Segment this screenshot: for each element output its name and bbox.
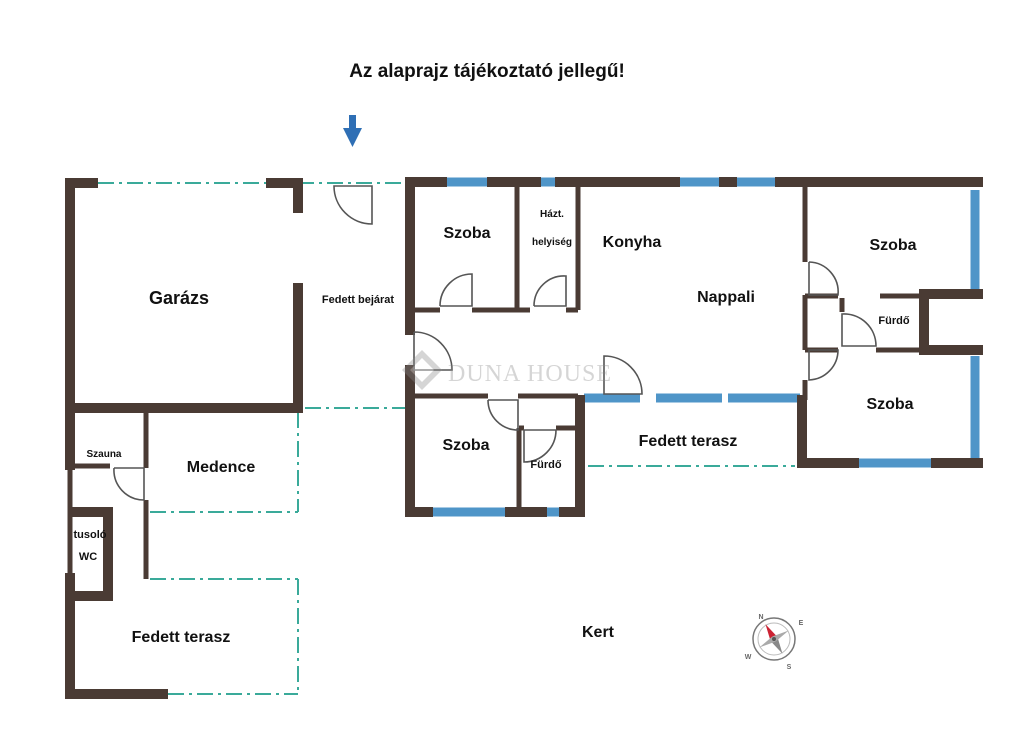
door-bathroom-right (841, 313, 877, 347)
compass-e: E (799, 620, 804, 627)
door-utility (533, 275, 567, 307)
watermark-text: DUNA HOUSE (448, 361, 612, 387)
label-bathroom-right: Fürdő (878, 315, 909, 327)
label-covered-entrance: Fedett bejárat (322, 294, 394, 306)
label-bedroom-right-bottom: Szoba (866, 396, 913, 413)
door-sauna (113, 467, 145, 501)
label-kitchen: Konyha (603, 234, 662, 251)
label-shower: tusoló (74, 529, 107, 541)
label-covered-terrace-left: Fedett terasz (132, 629, 231, 646)
entrance-door (333, 185, 373, 225)
door-terrace (603, 355, 643, 395)
label-garden: Kert (582, 624, 615, 641)
compass-s: S (787, 664, 792, 671)
label-wc: WC (79, 551, 97, 563)
watermark: DUNA HOUSE (402, 350, 612, 390)
label-bedroom-right-top: Szoba (869, 237, 916, 254)
label-utility-line2: helyiség (532, 237, 572, 248)
label-living-room: Nappali (697, 289, 755, 306)
door-hall (413, 331, 453, 371)
label-sauna: Szauna (86, 449, 121, 460)
compass-n: N (758, 614, 763, 621)
compass-w: W (745, 654, 752, 661)
door-bedroom-right-bottom (808, 349, 839, 381)
walls-thin (67, 412, 149, 580)
open-edges (98, 182, 795, 695)
label-utility-line1: Házt. (540, 209, 564, 220)
walls (65, 178, 303, 699)
label-bedroom-top: Szoba (443, 225, 490, 242)
windows (432, 177, 980, 517)
door-bedroom-right-top (808, 261, 839, 296)
house-logo-icon (402, 350, 442, 390)
walls-main (405, 177, 983, 517)
plan-title: Az alaprajz tájékoztató jellegű! (349, 61, 625, 82)
label-bedroom-bottom: Szoba (442, 437, 489, 454)
label-covered-terrace-mid: Fedett terasz (639, 433, 738, 450)
doors (113, 185, 877, 501)
label-garage: Garázs (149, 288, 209, 308)
compass-icon: N E S W (745, 614, 804, 671)
door-bedroom-top (439, 273, 473, 307)
room-labels: Garázs Fedett bejárat Szoba Házt. helyis… (74, 209, 917, 646)
door-bedroom-bottom (487, 399, 519, 431)
door-bathroom-bottom (523, 429, 557, 463)
arrow-down-icon (343, 115, 362, 147)
label-pool: Medence (187, 459, 256, 476)
label-bathroom-bottom: Fürdő (530, 459, 561, 471)
